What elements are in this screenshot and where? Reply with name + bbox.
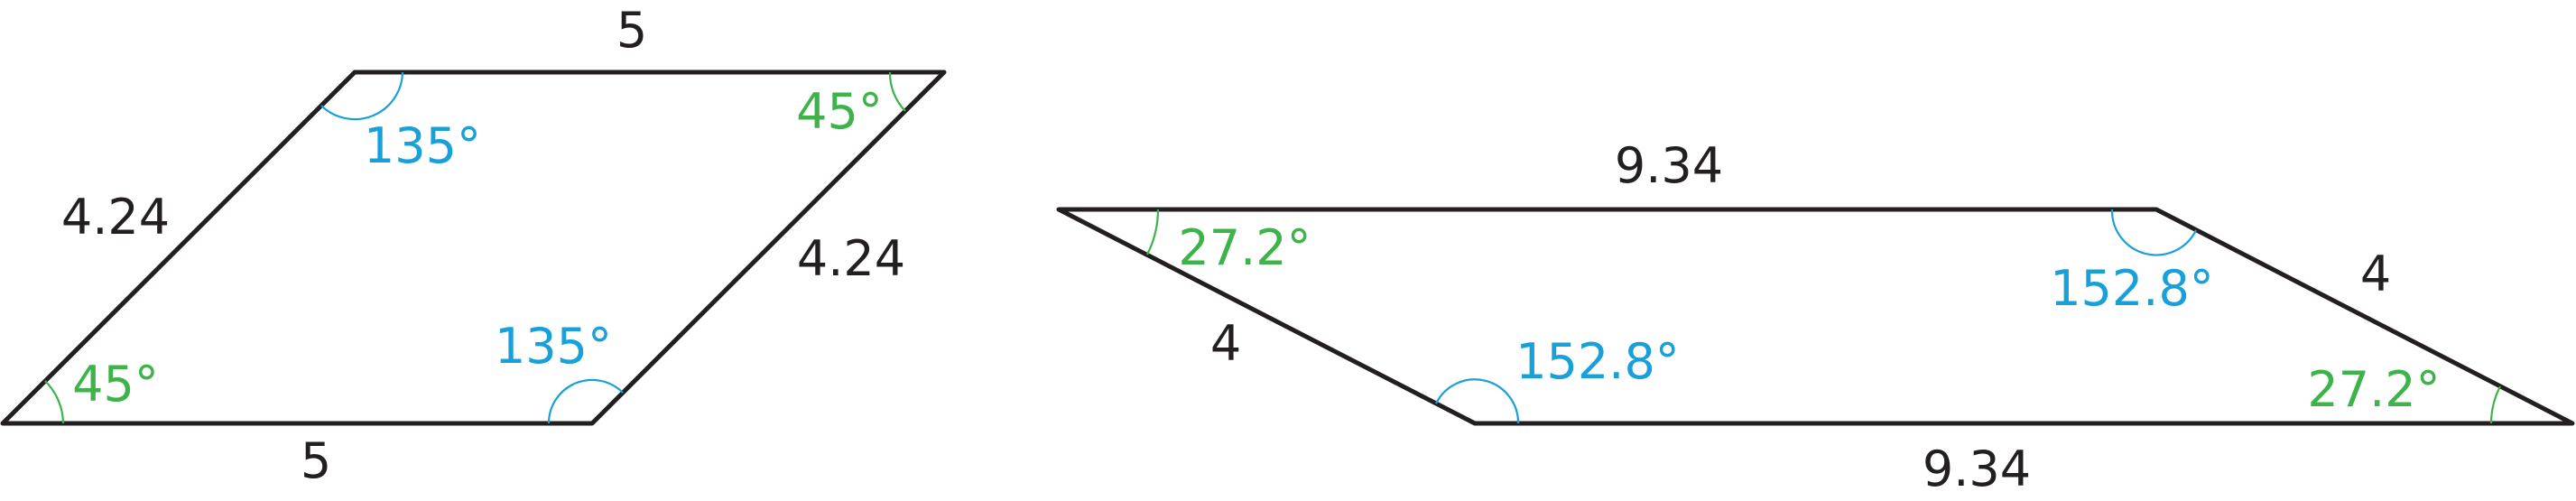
angle-arc-b-top-left — [1146, 209, 1160, 255]
parallelogram-b-outline — [1056, 207, 2575, 426]
side-label-a-left: 4.24 — [61, 189, 170, 246]
angle-arc-a-top-left — [320, 71, 404, 121]
side-label-a-right: 4.24 — [797, 230, 905, 287]
side-label-b-bottom: 9.34 — [1923, 441, 2031, 497]
angle-arc-b-bottom-left — [1435, 378, 1520, 424]
angle-arc-a-bottom-left — [44, 380, 65, 424]
angle-label-b-bottom-left: 152.8° — [1515, 333, 1680, 390]
side-label-a-bottom: 5 — [301, 432, 331, 489]
side-label-b-top: 9.34 — [1615, 137, 1723, 194]
angle-arc-b-bottom-right — [2489, 385, 2501, 424]
angle-label-a-top-left: 135° — [364, 117, 481, 174]
angle-label-b-top-right: 152.8° — [2050, 260, 2214, 317]
parallelogram-a-outline — [0, 70, 947, 426]
angle-label-a-bottom-right: 135° — [495, 318, 612, 375]
side-label-b-right: 4 — [2360, 246, 2391, 302]
angle-arc-a-top-right — [888, 71, 906, 112]
angle-label-b-top-left: 27.2° — [1178, 219, 1311, 276]
side-label-a-top: 5 — [616, 2, 647, 59]
angle-arc-b-top-right — [2110, 209, 2197, 256]
angle-label-a-top-right: 45° — [796, 83, 883, 140]
angle-arc-a-bottom-right — [547, 378, 624, 424]
angle-label-b-bottom-right: 27.2° — [2307, 361, 2440, 418]
side-label-b-left: 4 — [1210, 315, 1241, 372]
angle-label-a-bottom-left: 45° — [72, 356, 159, 413]
parallelogram-b: 9.34 9.34 4 4 27.2° 152.8° 152.8° 27.2° — [1056, 137, 2575, 497]
parallelogram-a: 5 5 4.24 4.24 135° 45° 45° 135° — [0, 2, 947, 489]
